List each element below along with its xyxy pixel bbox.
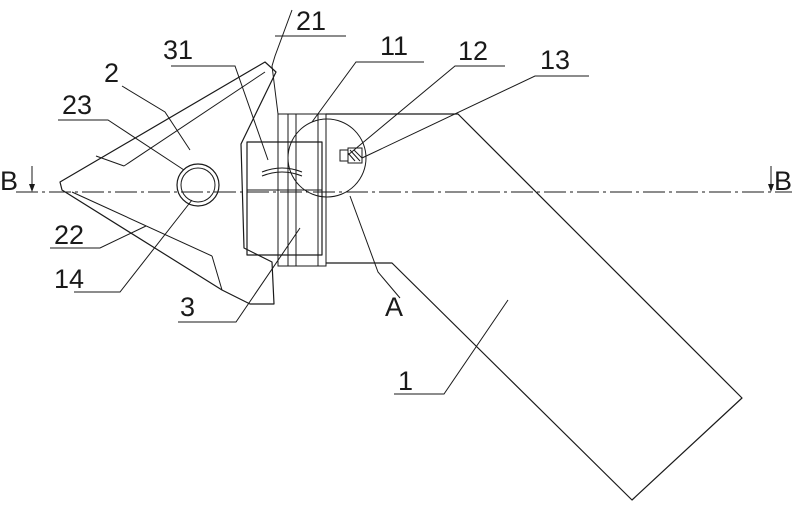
label-21: 21 <box>296 6 326 36</box>
label-3: 3 <box>180 292 195 322</box>
head-outline <box>60 62 276 304</box>
label-13: 13 <box>540 45 570 75</box>
section-label-right: B <box>774 166 792 196</box>
label-1: 1 <box>398 366 413 396</box>
leader-a <box>350 196 400 298</box>
section-arrowhead-left <box>29 184 35 192</box>
section-label-left: B <box>0 166 18 196</box>
head-upper-edge <box>96 156 124 166</box>
pivot-hole-inner <box>181 168 215 202</box>
pivot-hole-outer <box>177 164 219 206</box>
leader-13 <box>362 76 589 158</box>
clamp-block <box>247 142 322 255</box>
label-2: 2 <box>104 58 119 88</box>
leader-14 <box>74 200 192 292</box>
leader-3 <box>178 228 300 322</box>
leader-21 <box>272 10 292 66</box>
label-11: 11 <box>380 31 408 61</box>
label-22: 22 <box>54 220 84 250</box>
leader-23 <box>58 120 184 170</box>
fastener-head <box>340 150 348 161</box>
head-upper-bevel <box>124 72 265 166</box>
label-14: 14 <box>54 264 84 294</box>
leader-12 <box>348 66 505 155</box>
leader-11 <box>312 62 424 122</box>
label-12: 12 <box>458 36 488 66</box>
label-23: 23 <box>62 90 92 120</box>
detail-label-a: A <box>385 292 403 322</box>
label-31: 31 <box>163 35 193 65</box>
detail-circle-a <box>288 119 366 197</box>
fastener-hatch-2 <box>354 150 362 158</box>
